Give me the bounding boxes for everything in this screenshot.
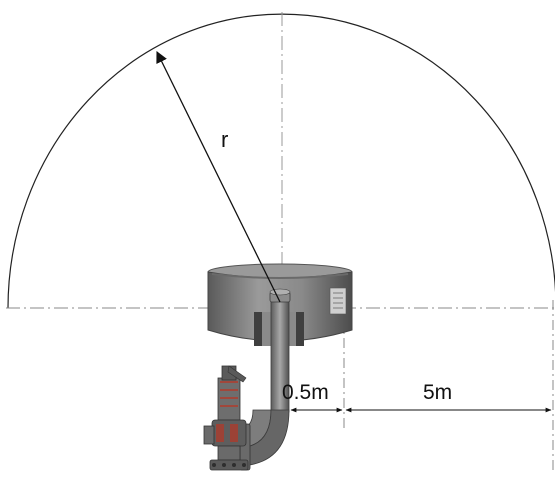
safety-valve: [203, 365, 249, 471]
tank-nameplate: [329, 287, 347, 315]
outer-distance-label: 5m: [423, 381, 452, 404]
radius-arrow: [156, 50, 281, 303]
inner-offset-label: 0.5m: [282, 381, 329, 404]
radius-label: r: [221, 127, 228, 152]
vent-pipe: [235, 288, 291, 471]
tank: [207, 263, 353, 346]
